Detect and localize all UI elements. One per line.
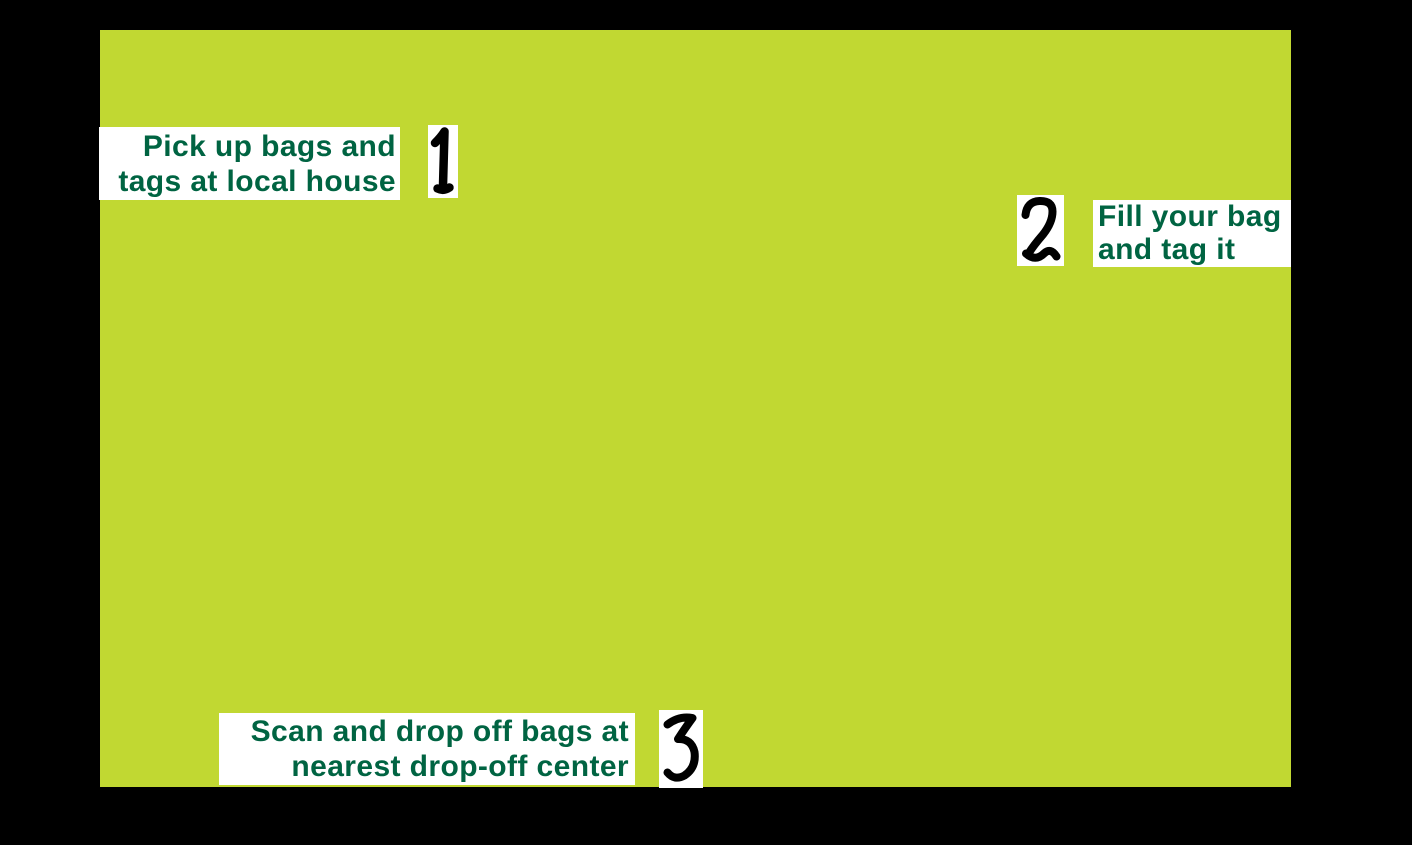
handwritten-3-icon xyxy=(663,713,699,782)
step-1-label: Pick up bags and tags at local house xyxy=(99,127,400,200)
step-3-label-line-2: nearest drop-off center xyxy=(291,749,629,783)
step-2-label-line-2: and tag it xyxy=(1098,232,1236,266)
handwritten-1-icon xyxy=(430,127,454,195)
step-2-label: Fill your bag and tag it xyxy=(1093,200,1291,267)
handwritten-2-icon xyxy=(1021,196,1061,262)
step-2-number: 2 xyxy=(1017,195,1064,266)
step-3-number: 3 xyxy=(659,710,703,788)
step-1-label-line-2: tags at local house xyxy=(118,165,396,198)
step-3-label: Scan and drop off bags at nearest drop-o… xyxy=(219,713,635,785)
step-2-label-line-1: Fill your bag xyxy=(1098,200,1282,233)
step-1-number: 1 xyxy=(428,125,458,198)
step-3-label-line-1: Scan and drop off bags at xyxy=(250,715,629,748)
step-1-label-line-1: Pick up bags and xyxy=(142,130,396,163)
